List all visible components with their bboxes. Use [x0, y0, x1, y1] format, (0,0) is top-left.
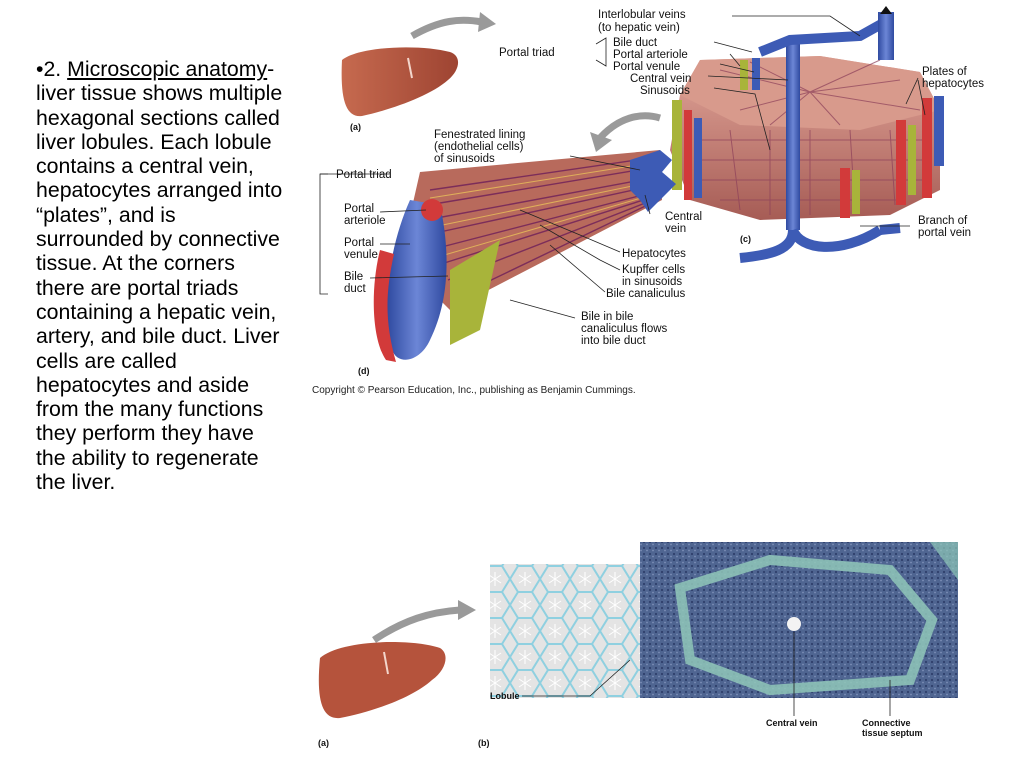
- arrow-icon-bottom: [372, 606, 461, 643]
- fenestrated-label-1: Fenestrated lining: [434, 129, 525, 141]
- portal-vessels-d: [373, 199, 500, 362]
- panel-c-label: (c): [740, 234, 751, 244]
- body-paragraph: - liver tissue shows multiple hexagonal …: [36, 57, 283, 495]
- interlobular-veins-label: Interlobular veins: [598, 9, 686, 21]
- central-vein-d-label-1: Central: [665, 211, 702, 223]
- copyright-text: Copyright © Pearson Education, Inc., pub…: [312, 385, 636, 396]
- portal-triad-c-label: Portal triad: [499, 47, 555, 59]
- fenestrated-label-2: (endothelial cells): [434, 141, 524, 153]
- slide-body-text: •2. Microscopic anatomy- liver tissue sh…: [36, 57, 288, 494]
- bile-flow-label-1: Bile in bile: [581, 311, 633, 323]
- branch-portal-vein-label-1: Branch of: [918, 215, 968, 227]
- branch-portal-vein-label-2: portal vein: [918, 227, 971, 239]
- bile-duct-d-label-1: Bile: [344, 271, 363, 283]
- central-vein-d: [630, 150, 676, 212]
- panel-a-label-bottom: (a): [318, 738, 329, 748]
- lobule-hex-diagram: [490, 564, 640, 698]
- bile-canaliculus-label: Bile canaliculus: [606, 288, 686, 300]
- septum-label-1: Connective: [862, 718, 911, 728]
- plates-label-1: Plates of: [922, 66, 968, 78]
- central-vein-vessel: [739, 40, 901, 263]
- central-vein-c-label: Central vein: [630, 73, 691, 85]
- portal-triad-d-label: Portal triad: [336, 169, 392, 181]
- portal-arteriole-c-label: Portal arteriole: [613, 49, 688, 61]
- interlobular-veins: [758, 6, 894, 60]
- histology-photo: [640, 542, 958, 698]
- panel-d-label: (d): [358, 366, 370, 376]
- central-vein-label-bottom: Central vein: [766, 718, 818, 728]
- liver-icon: [341, 47, 459, 117]
- zoom-arrow-icon: [597, 112, 662, 141]
- panel-b-label: (b): [478, 738, 490, 748]
- lobule-label: Lobule: [490, 691, 520, 701]
- portal-arteriole-d-label-1: Portal: [344, 203, 374, 215]
- leader-lines: [319, 15, 926, 319]
- arrowhead-icon: [478, 12, 496, 32]
- septum-label-2: tissue septum: [862, 728, 923, 738]
- hepatocytes-label: Hepatocytes: [622, 248, 686, 260]
- fenestrated-label-3: of sinusoids: [434, 153, 495, 165]
- kupffer-label-1: Kupffer cells: [622, 264, 685, 276]
- portal-arteriole-d-label-2: arteriole: [344, 215, 386, 227]
- liver-lobule-figure: (a): [312, 6, 984, 396]
- portal-venule-c-label: Portal venule: [613, 61, 680, 73]
- bullet: •2.: [36, 57, 68, 81]
- bile-flow-label-3: into bile duct: [581, 335, 646, 347]
- portal-venule-d-label-2: venule: [344, 249, 378, 261]
- kupffer-label-2: in sinusoids: [622, 276, 682, 288]
- microscopic-anatomy-link[interactable]: Microscopic anatomy: [67, 57, 268, 81]
- bile-flow-label-2: canaliculus flows: [581, 323, 668, 335]
- plates-label-2: hepatocytes: [922, 78, 984, 90]
- panel-a-label: (a): [350, 122, 361, 132]
- central-vein-d-label-2: vein: [665, 223, 686, 235]
- portal-venule-d-label-1: Portal: [344, 237, 374, 249]
- liver-icon-bottom: [318, 642, 446, 719]
- sinusoids-label: Sinusoids: [640, 85, 690, 97]
- lobule-histology-figure: (a) Lobule Central vein Connective tissu…: [318, 542, 958, 748]
- interlobular-veins-sublabel: (to hepatic vein): [598, 22, 680, 34]
- bile-duct-c-label: Bile duct: [613, 37, 658, 49]
- bile-duct-d-label-2: duct: [344, 283, 367, 295]
- leader-lines-bottom: [522, 632, 891, 716]
- portal-triad-vessels: [672, 58, 944, 218]
- arrow-icon: [410, 16, 483, 40]
